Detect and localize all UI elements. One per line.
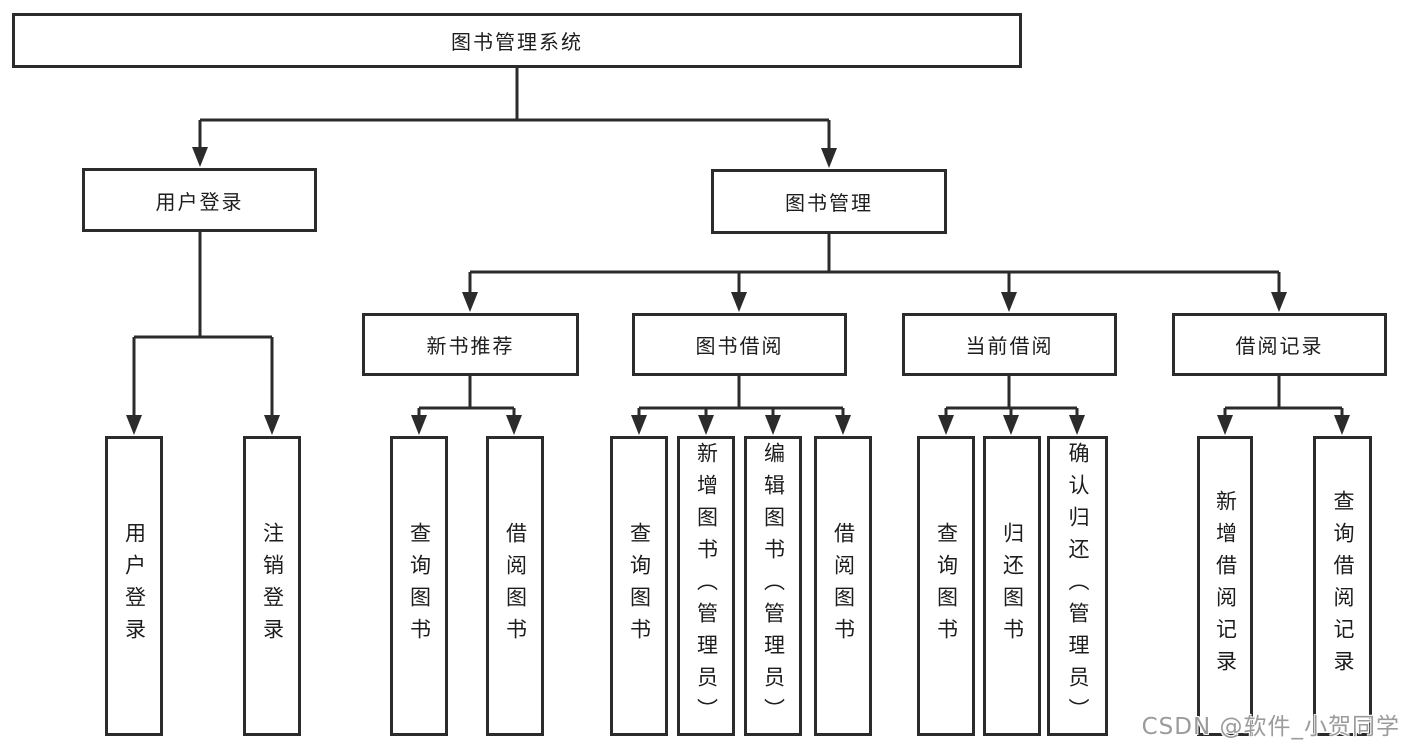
node-label: 用户登录 [122, 522, 147, 650]
leaf-logout-login: 注销登录 [243, 436, 301, 736]
node-user-login: 用户登录 [82, 168, 317, 232]
connector-paths [132, 68, 1344, 421]
node-label: 查询图书 [407, 522, 432, 650]
leaf-query-books-3: 查询图书 [917, 436, 975, 736]
node-label: 用户登录 [155, 189, 244, 214]
node-label: 借阅图书 [503, 522, 528, 650]
leaf-query-books-1: 查询图书 [390, 436, 448, 736]
leaf-edit-book-admin: 编辑图书（管理员） [744, 436, 802, 736]
leaf-borrow-books-1: 借阅图书 [486, 436, 544, 736]
leaf-add-borrow-record: 新增借阅记录 [1197, 436, 1253, 736]
leaf-return-books: 归还图书 [983, 436, 1041, 736]
node-label: 编辑图书（管理员） [761, 442, 786, 730]
node-label: 图书借阅 [695, 334, 784, 358]
node-label: 确认归还（管理员） [1066, 442, 1090, 730]
node-current-borrow: 当前借阅 [902, 313, 1117, 376]
leaf-query-books-2: 查询图书 [610, 436, 668, 736]
node-label: 借阅记录 [1235, 334, 1324, 358]
node-label: 新增图书（管理员） [694, 442, 719, 730]
node-label: 查询图书 [934, 522, 959, 650]
node-label: 查询图书 [627, 522, 652, 650]
leaf-query-borrow-record: 查询借阅记录 [1313, 436, 1372, 736]
node-label: 当前借阅 [965, 334, 1054, 358]
node-label: 新书推荐 [426, 334, 515, 358]
leaf-user-login: 用户登录 [105, 436, 163, 736]
node-label: 查询借阅记录 [1331, 490, 1355, 682]
arrowheads [126, 147, 1350, 435]
node-label: 图书管理系统 [451, 30, 583, 54]
node-label: 注销登录 [260, 522, 285, 650]
node-borrow-records: 借阅记录 [1172, 313, 1387, 376]
node-label: 归还图书 [1000, 522, 1025, 650]
node-new-book-recommend: 新书推荐 [362, 313, 579, 376]
node-book-borrow: 图书借阅 [632, 313, 847, 376]
leaf-add-book-admin: 新增图书（管理员） [677, 436, 735, 736]
node-label: 新增借阅记录 [1213, 490, 1238, 682]
node-book-management: 图书管理 [711, 169, 947, 234]
csdn-watermark: CSDN @软件_小贺同学 [1141, 714, 1400, 740]
node-library-system: 图书管理系统 [12, 13, 1022, 68]
leaf-borrow-books-2: 借阅图书 [814, 436, 872, 736]
node-label: 借阅图书 [831, 522, 856, 650]
node-label: 图书管理 [785, 191, 873, 215]
leaf-confirm-return-admin: 确认归还（管理员） [1047, 436, 1108, 736]
